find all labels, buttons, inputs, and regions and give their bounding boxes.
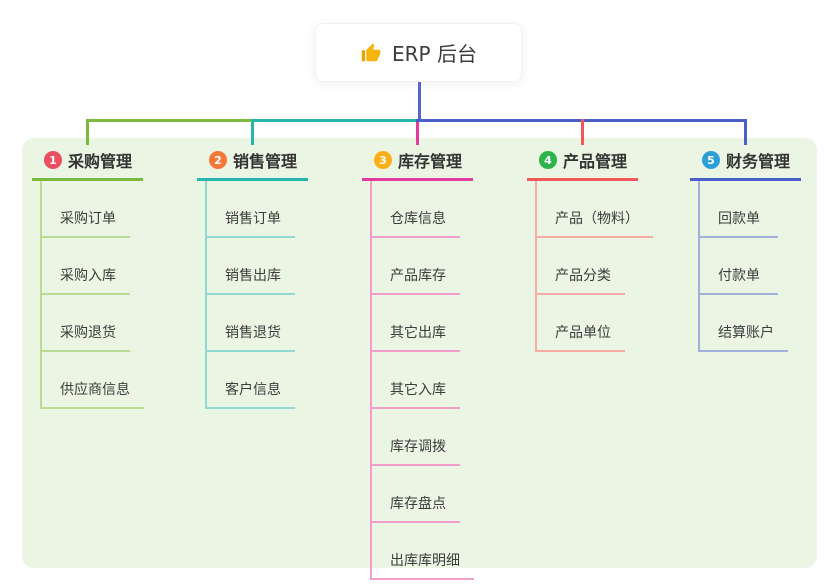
branch-topic-node[interactable]: 4 产品管理 [527,146,638,181]
child-topic-node[interactable]: 销售订单 [207,181,295,238]
child-topic-node[interactable]: 采购订单 [42,181,130,238]
bar-segment-teal [251,119,416,122]
child-topic-node[interactable]: 其它入库 [372,352,460,409]
branch-label: 销售管理 [233,152,298,171]
child-topic-node[interactable]: 出库库明细 [372,523,474,580]
child-topic-node[interactable]: 采购入库 [42,238,130,295]
branch-topic-node[interactable]: 3 库存管理 [362,146,473,181]
child-topic-node[interactable]: 产品单位 [537,295,625,352]
branch-number-badge: 3 [374,151,392,169]
branch-column-1: 1 采购管理 采购订单采购入库采购退货供应商信息 [32,146,144,409]
branches-background-panel [22,138,817,568]
branch-column-4: 4 产品管理 产品（物料）产品分类产品单位 [527,146,653,352]
branch-children-list: 产品（物料）产品分类产品单位 [535,181,653,352]
branch-label: 财务管理 [726,152,791,171]
child-topic-node[interactable]: 付款单 [700,238,778,295]
child-topic-node[interactable]: 产品分类 [537,238,625,295]
branch-label: 库存管理 [398,152,463,171]
branch-topic-node[interactable]: 2 销售管理 [197,146,308,181]
branch-number-badge: 5 [702,151,720,169]
branch-drop-line-3 [416,122,419,145]
branch-drop-line-5 [744,119,747,145]
branch-children-list: 仓库信息产品库存其它出库其它入库库存调拨库存盘点出库库明细 [370,181,474,580]
root-topic-node[interactable]: ERP 后台 [315,23,522,82]
child-topic-node[interactable]: 销售退货 [207,295,295,352]
child-topic-node[interactable]: 结算账户 [700,295,788,352]
branch-number-badge: 1 [44,151,62,169]
root-stem-line [418,82,421,119]
branch-column-3: 3 库存管理 仓库信息产品库存其它出库其它入库库存调拨库存盘点出库库明细 [362,146,474,580]
child-topic-node[interactable]: 客户信息 [207,352,295,409]
child-topic-node[interactable]: 销售出库 [207,238,295,295]
child-topic-node[interactable]: 产品（物料） [537,181,653,238]
child-topic-node[interactable]: 供应商信息 [42,352,144,409]
branch-children-list: 回款单付款单结算账户 [698,181,801,352]
branch-children-list: 采购订单采购入库采购退货供应商信息 [40,181,144,409]
child-topic-node[interactable]: 产品库存 [372,238,460,295]
branch-label: 采购管理 [68,152,133,171]
branch-column-2: 2 销售管理 销售订单销售出库销售退货客户信息 [197,146,308,409]
branch-children-list: 销售订单销售出库销售退货客户信息 [205,181,308,409]
branch-label: 产品管理 [563,152,628,171]
branch-number-badge: 4 [539,151,557,169]
thumbs-up-icon [360,42,382,64]
branch-topic-node[interactable]: 1 采购管理 [32,146,143,181]
branch-column-5: 5 财务管理 回款单付款单结算账户 [690,146,801,352]
branch-drop-line-2 [251,119,254,145]
branch-drop-line-4 [581,119,584,145]
child-topic-node[interactable]: 回款单 [700,181,778,238]
child-topic-node[interactable]: 仓库信息 [372,181,460,238]
child-topic-node[interactable]: 其它出库 [372,295,460,352]
child-topic-node[interactable]: 采购退货 [42,295,130,352]
branch-drop-line-1 [86,119,89,145]
branch-topic-node[interactable]: 5 财务管理 [690,146,801,181]
child-topic-node[interactable]: 库存调拨 [372,409,460,466]
bar-segment-green [86,119,251,122]
child-topic-node[interactable]: 库存盘点 [372,466,460,523]
branch-number-badge: 2 [209,151,227,169]
root-topic-label: ERP 后台 [392,42,477,66]
